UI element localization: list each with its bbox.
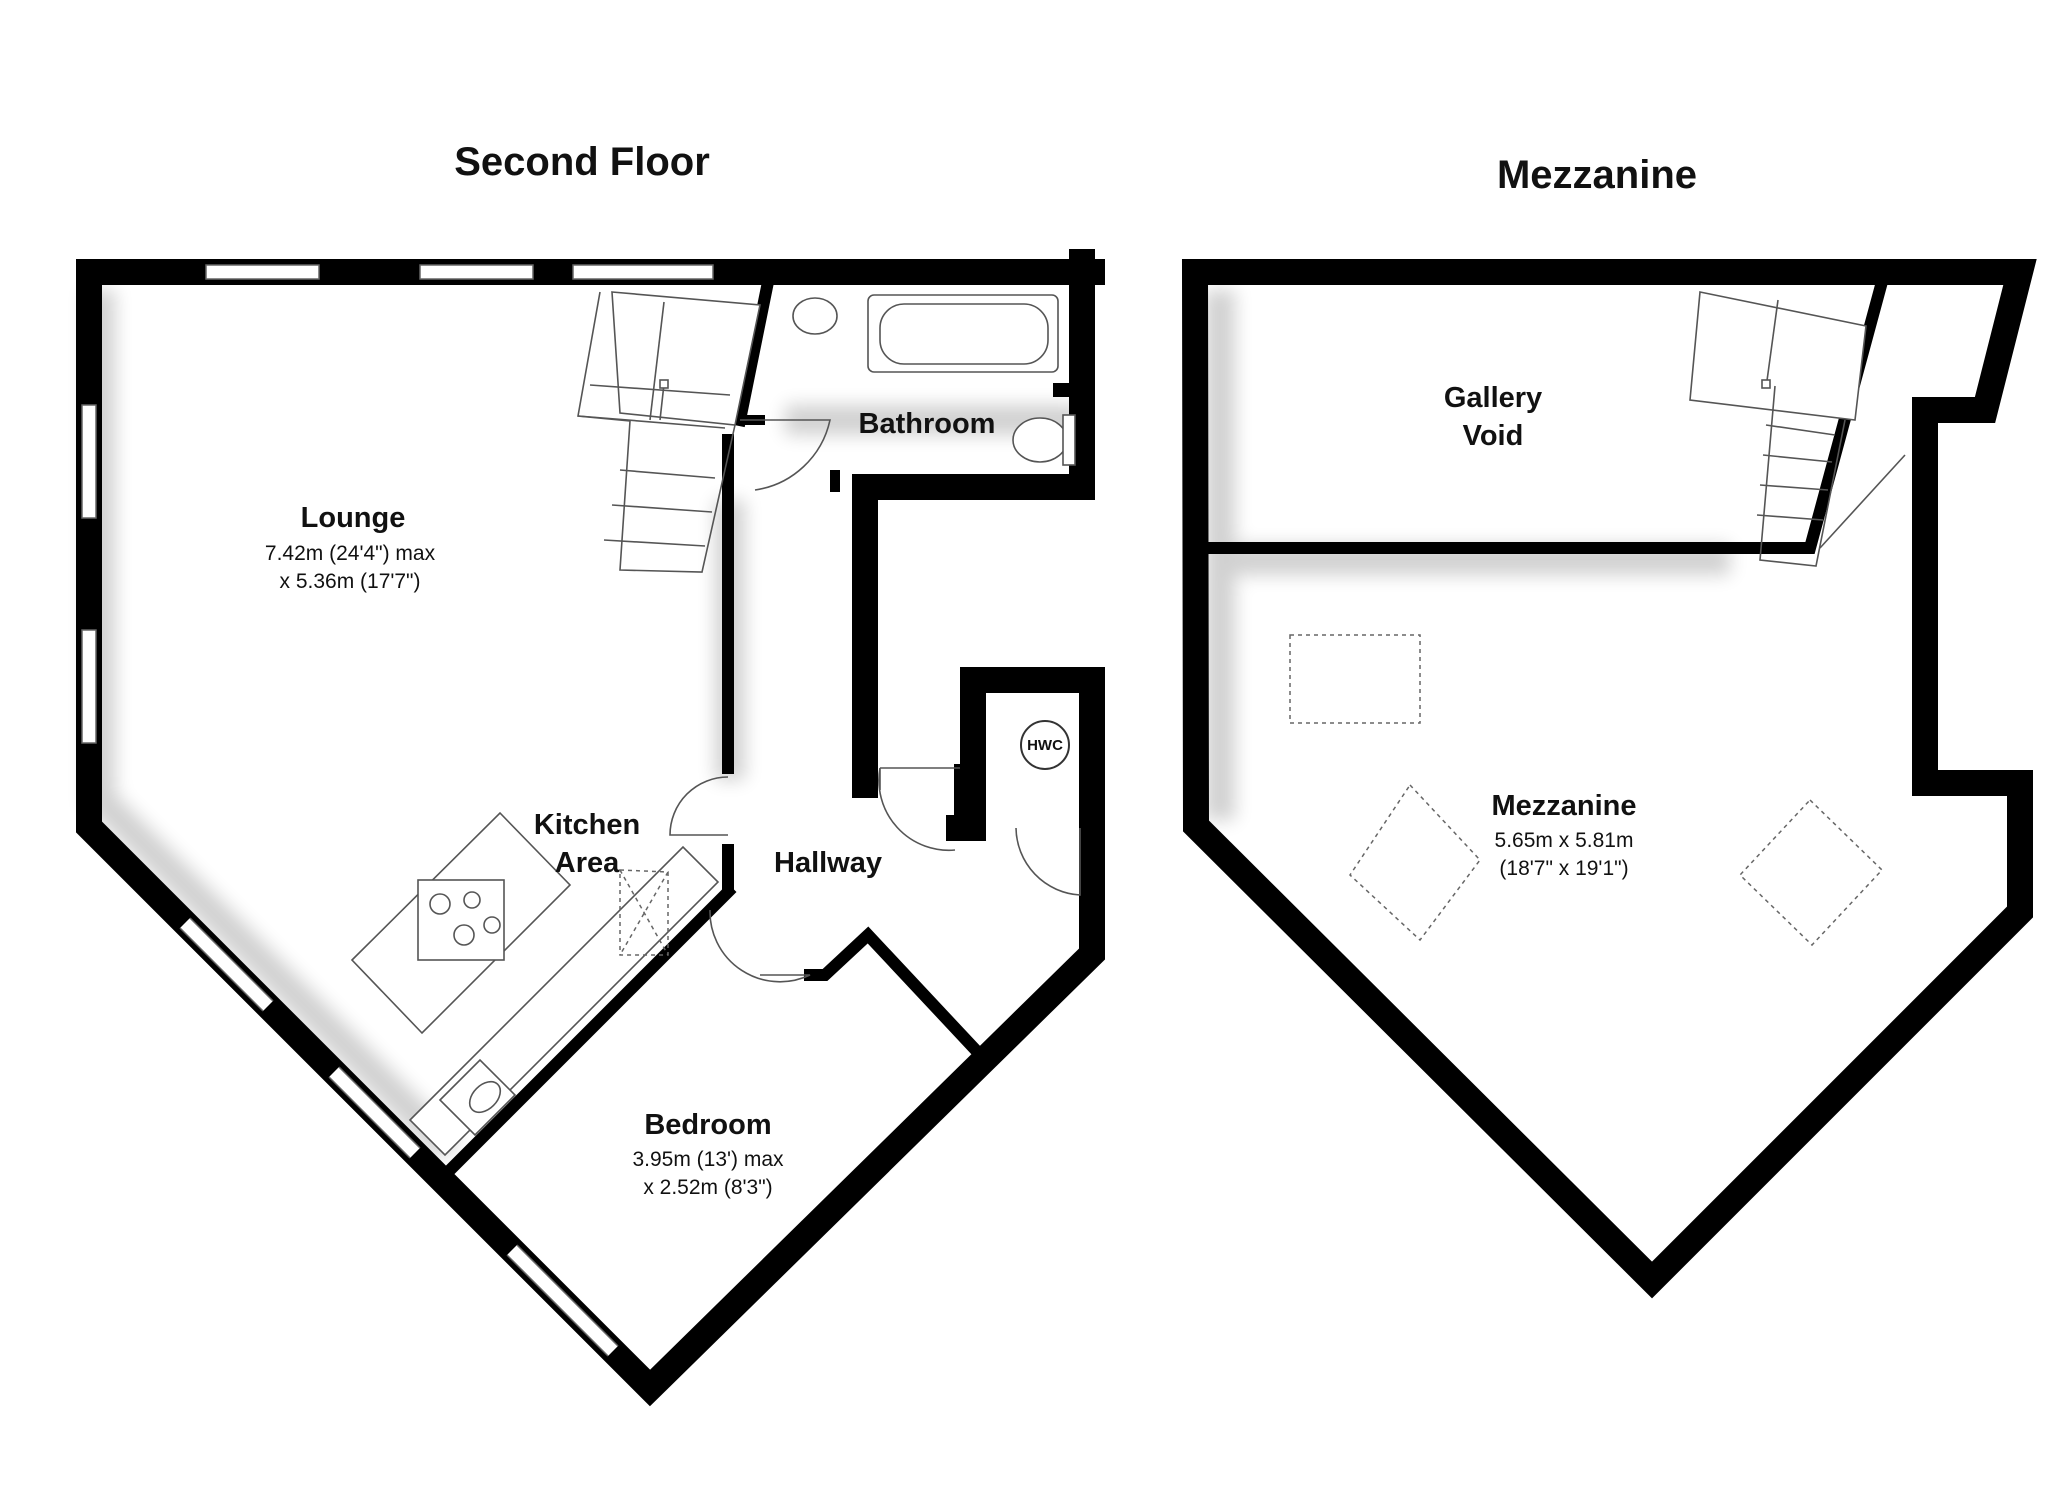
- kitchen-sink: [438, 1058, 517, 1137]
- mezzanine-plan: [1181, 259, 2037, 1299]
- room-name-bedroom: Bedroom: [644, 1109, 772, 1141]
- room-name-mezzanine: Mezzanine: [1491, 790, 1637, 822]
- wall-shadow: [1205, 290, 1730, 820]
- second-floor-plan: [76, 249, 1105, 1407]
- door-swing: [1015, 827, 1081, 896]
- hwc-label: HWC: [1020, 720, 1070, 770]
- window: [329, 1067, 420, 1158]
- floor-title-mezzanine: Mezzanine: [1496, 153, 1698, 197]
- window: [205, 264, 320, 280]
- bedroom-wall: [441, 883, 994, 1179]
- staircase: [577, 291, 761, 573]
- window: [507, 1245, 618, 1356]
- staircase: [1689, 291, 1906, 567]
- window: [419, 264, 534, 280]
- room-dim-bedroom-1: 3.95m (13') max: [632, 1148, 784, 1171]
- room-name-bathroom: Bathroom: [858, 408, 996, 440]
- window: [572, 264, 714, 280]
- bath: [867, 294, 1059, 373]
- room-name-gallery-2: Void: [1462, 420, 1524, 452]
- room-name-kitchen-1: Kitchen: [533, 809, 641, 841]
- room-name-kitchen-2: Area: [554, 847, 620, 879]
- door-swing: [878, 767, 960, 852]
- partition-wall: [732, 264, 778, 428]
- basin: [792, 297, 838, 335]
- door-swing: [740, 419, 831, 491]
- mezzanine-outer-wall: [1181, 259, 2037, 1299]
- door-swing: [669, 776, 729, 836]
- room-name-hallway: Hallway: [774, 847, 882, 879]
- door-swing: [709, 909, 811, 983]
- floor-title-second-floor: Second Floor: [454, 140, 710, 184]
- window: [81, 404, 97, 519]
- room-name-lounge: Lounge: [300, 502, 406, 534]
- room-name-gallery-1: Gallery: [1443, 382, 1543, 414]
- room-dim-mezzanine-1: 5.65m x 5.81m: [1494, 829, 1634, 852]
- skylight: [1289, 634, 1421, 724]
- window: [81, 629, 97, 744]
- room-dim-mezzanine-2: (18'7" x 19'1"): [1499, 857, 1629, 880]
- hwc-cupboard-wall: [954, 674, 1098, 834]
- room-dim-lounge-1: 7.42m (24'4") max: [264, 542, 436, 565]
- hob: [417, 879, 505, 961]
- skylight: [1738, 798, 1884, 947]
- window: [180, 918, 273, 1011]
- bathroom-outer-wall: [852, 249, 1095, 798]
- skylight: [1349, 783, 1481, 942]
- room-dim-lounge-2: x 5.36m (17'7"): [279, 570, 421, 593]
- toilet: [1012, 417, 1068, 463]
- room-dim-bedroom-2: x 2.52m (8'3"): [643, 1176, 773, 1199]
